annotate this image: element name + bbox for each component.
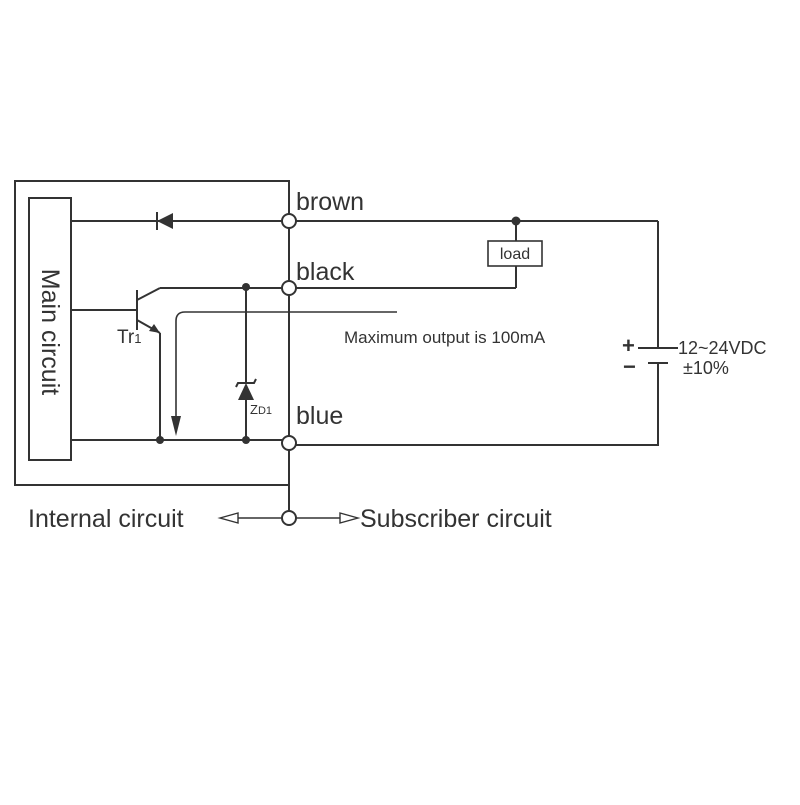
diode-icon — [157, 213, 173, 229]
main-circuit-block — [28, 197, 72, 461]
internal-circuit-label: Internal circuit — [28, 505, 184, 533]
supply-minus: − — [623, 354, 636, 379]
max-output-note: Maximum output is 100mA — [344, 328, 546, 347]
current-path-line — [175, 311, 397, 418]
legend-terminal — [281, 510, 297, 526]
blue-label: blue — [296, 402, 343, 430]
transistor-emitter-arrow-icon — [149, 324, 160, 333]
zener-label: ZD1 — [250, 402, 272, 417]
blue-junction-dot-transistor — [156, 436, 164, 444]
transistor-label: Tr1 — [117, 327, 141, 348]
black-junction-dot — [242, 283, 250, 291]
transistor-collector — [136, 287, 161, 301]
current-arrow-head-icon — [171, 416, 181, 436]
legend-left-arrow-icon — [217, 512, 239, 524]
subscriber-circuit-label: Subscriber circuit — [360, 505, 552, 533]
brown-terminal — [281, 213, 297, 229]
zener-bar — [235, 378, 257, 388]
load-label: load — [500, 246, 530, 263]
black-terminal — [281, 280, 297, 296]
blue-junction-dot-zener — [242, 436, 250, 444]
supply-voltage: 12~24VDC — [678, 338, 767, 358]
brown-label: brown — [296, 188, 364, 216]
supply-tolerance: ±10% — [683, 358, 729, 378]
main-circuit-label: Main circuit — [36, 269, 64, 395]
zener-diode-icon — [238, 383, 254, 400]
supply-plus: + — [622, 333, 635, 358]
black-label: black — [296, 258, 355, 286]
legend-right-arrow-icon — [339, 512, 361, 524]
blue-terminal — [281, 435, 297, 451]
